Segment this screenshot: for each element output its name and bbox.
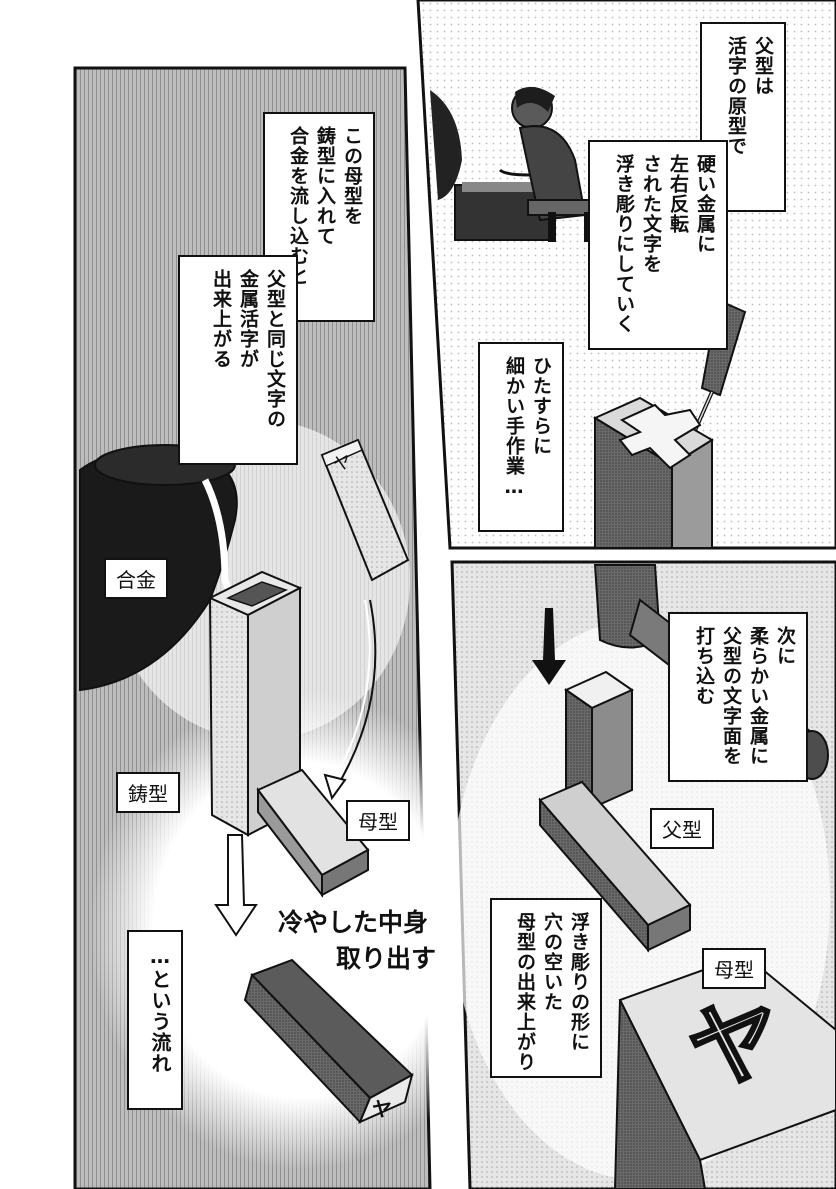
struck-matrix-illustration bbox=[538, 780, 692, 953]
narration-line: 細かい手作業… bbox=[503, 356, 525, 499]
narration-box-handwork: ひたすらに 細かい手作業… bbox=[478, 342, 564, 532]
handwritten-line: 取り出す bbox=[336, 944, 437, 973]
label-matrix-right: 母型 bbox=[702, 948, 766, 989]
narration-box-pour: この母型を 鋳型に入れて 合金を流し込むと bbox=[263, 112, 375, 322]
narration-line: 母型の出来上がり bbox=[514, 912, 536, 1072]
narration-line: …という流れ bbox=[148, 944, 172, 1074]
narration-line: 父型と同じ文字の bbox=[264, 269, 286, 429]
narration-line: 出来上がる bbox=[210, 269, 232, 369]
narration-line: 金属活字が bbox=[237, 269, 259, 369]
mold-illustration bbox=[207, 570, 303, 837]
narration-line: 穴の空いた bbox=[541, 912, 563, 1012]
label-alloy: 合金 bbox=[104, 558, 168, 599]
narration-line: 硬い金属に bbox=[694, 154, 716, 254]
narration-box-strike: 次に 柔らかい金属に 父型の文字面を 打ち込む bbox=[668, 612, 808, 782]
narration-line: 打ち込む bbox=[693, 626, 715, 706]
narration-line: 柔らかい金属に bbox=[747, 626, 769, 766]
narration-line: 父型は bbox=[752, 36, 774, 96]
handwritten-line: 冷やした中身 bbox=[278, 908, 429, 937]
narration-line: 次に bbox=[774, 626, 796, 666]
craftsman-illustration bbox=[430, 86, 599, 242]
narration-line: された文字を bbox=[640, 154, 662, 274]
narration-line: 浮き彫りにしていく bbox=[613, 154, 635, 334]
punch-block-illustration bbox=[592, 396, 714, 549]
narration-line: 父型の文字面を bbox=[720, 626, 742, 766]
label-punch: 父型 bbox=[650, 808, 714, 849]
svg-text:ヤ: ヤ bbox=[372, 1097, 392, 1121]
narration-box-flow: …という流れ bbox=[127, 930, 183, 1110]
narration-line: ひたすらに bbox=[530, 356, 552, 456]
down-arrow-left bbox=[214, 834, 258, 937]
narration-line: 活字の原型で bbox=[725, 36, 747, 156]
down-arrow-right bbox=[532, 608, 566, 685]
narration-line: 合金を流し込むと bbox=[287, 126, 309, 286]
narration-line: 鋳型に入れて bbox=[314, 126, 336, 246]
narration-line: この母型を bbox=[341, 126, 363, 226]
punch-piece-illustration bbox=[563, 670, 635, 810]
matrix-piece-bottom bbox=[256, 768, 370, 898]
narration-line: 浮き彫りの形に bbox=[568, 912, 590, 1052]
narration-box-engrave: 硬い金属に 左右反転 された文字を 浮き彫りにしていく bbox=[588, 140, 728, 350]
narration-box-matrix-done: 浮き彫りの形に 穴の空いた 母型の出来上がり bbox=[490, 898, 602, 1078]
label-matrix-left: 母型 bbox=[346, 800, 410, 841]
label-mold: 鋳型 bbox=[116, 772, 180, 813]
handwritten-caption: 冷やした中身 取り出す bbox=[278, 905, 436, 977]
type-block-illustration: ヤ bbox=[243, 958, 414, 1124]
narration-box-result: 父型と同じ文字の 金属活字が 出来上がる bbox=[178, 255, 298, 465]
narration-line: 左右反転 bbox=[667, 154, 689, 234]
finished-matrix-illustration: ヤ bbox=[613, 953, 836, 1189]
matrix-piece-top: ヤ bbox=[320, 438, 410, 582]
